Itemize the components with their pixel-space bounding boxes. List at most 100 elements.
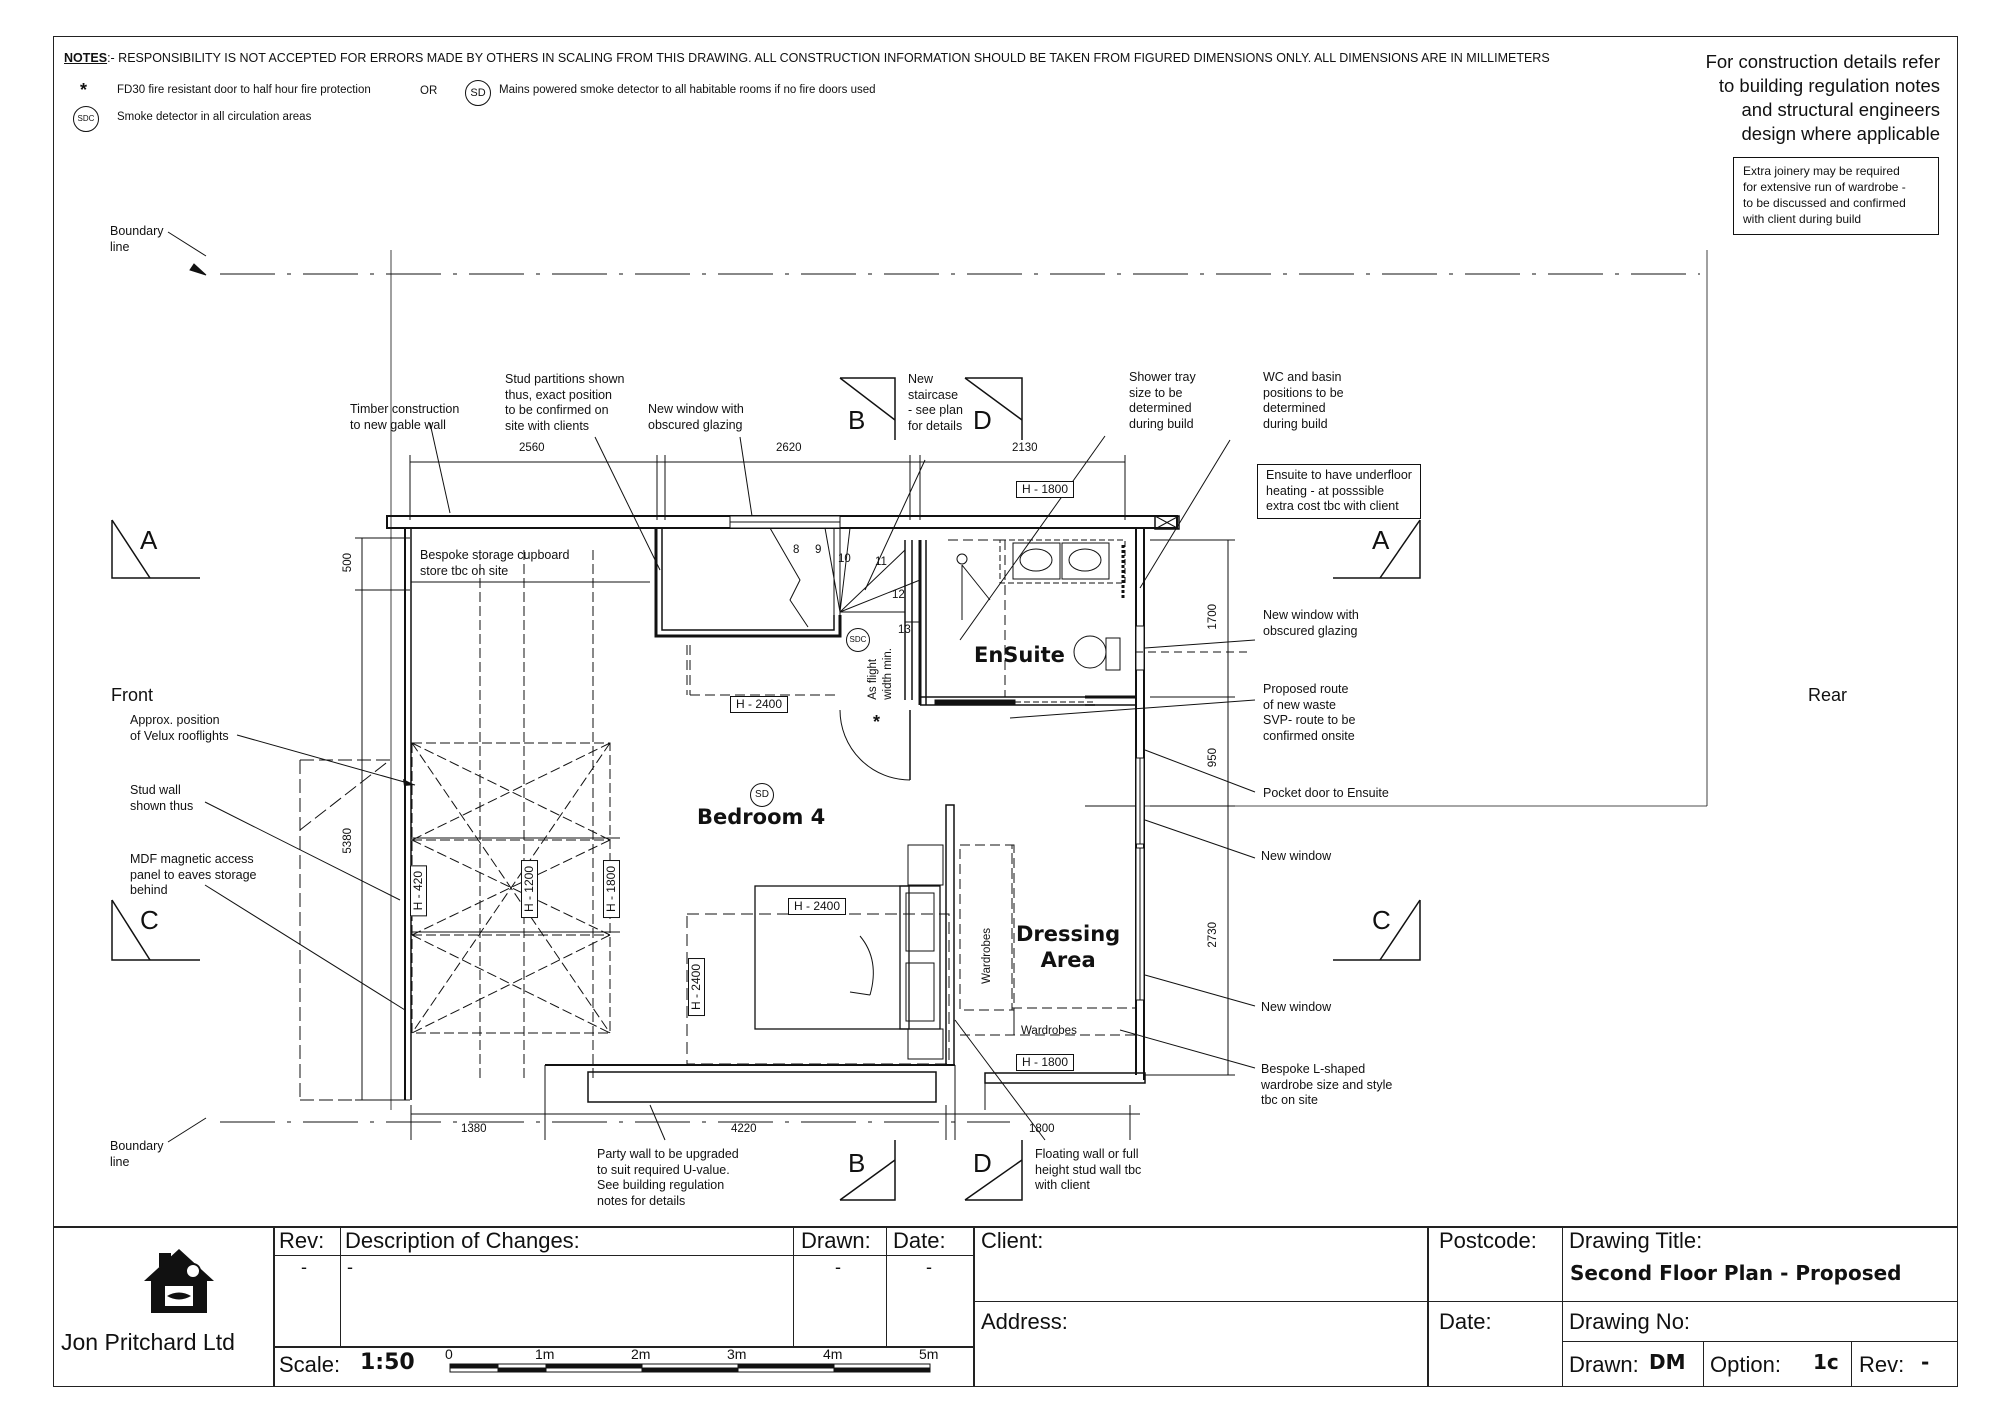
wardrobes-label: Wardrobes — [1021, 1025, 1077, 1037]
mdf-panel-note: MDF magnetic access panel to eaves stora… — [130, 852, 257, 897]
stud-wall-note: Stud wall shown thus — [130, 783, 194, 813]
drawing-no-label: Drawing No: — [1569, 1309, 1691, 1334]
height-h2400-stair: H - 2400 — [730, 696, 789, 713]
stair-step-10: 10 — [838, 553, 851, 565]
section-c-left: C — [140, 905, 159, 935]
description-label: Description of Changes: — [345, 1228, 580, 1253]
waste-route-note: Proposed route of new waste SVP- route t… — [1263, 682, 1356, 743]
client-label: Client: — [981, 1228, 1044, 1253]
sd-room-symbol-icon: SD — [750, 783, 774, 807]
rev-value: - — [301, 1257, 307, 1277]
rev2-label: Rev: — [1859, 1352, 1905, 1377]
scale-bar — [449, 1363, 931, 1373]
height-h2400-bed: H - 2400 — [788, 898, 847, 915]
company-logo — [144, 1249, 214, 1313]
sd-note: Mains powered smoke detector to all habi… — [499, 84, 876, 96]
storage-cupboard-note: Bespoke storage cupboard store tbc on si… — [420, 548, 570, 578]
sdc-stair-symbol-label: SDC — [849, 635, 867, 644]
drawn-by-value: DM — [1649, 1350, 1686, 1374]
drawing-title-label: Drawing Title: — [1569, 1228, 1703, 1253]
date2-label: Date: — [1439, 1309, 1492, 1334]
dim-950: 950 — [1207, 748, 1219, 768]
height-h1200: H - 1200 — [521, 860, 538, 919]
date-value: - — [926, 1257, 932, 1277]
height-h420: H - 420 — [410, 865, 427, 917]
option-value: 1c — [1813, 1350, 1839, 1374]
stair-step-13: 13 — [898, 624, 911, 636]
bedroom-room-label: Bedroom 4 — [697, 805, 826, 829]
notes-prefix: NOTES — [64, 51, 108, 65]
boundary-line-bottom: Boundary line — [110, 1139, 164, 1169]
sdc-stair-symbol-icon: SDC — [846, 628, 870, 652]
l-wardrobe-note: Bespoke L-shaped wardrobe size and style… — [1261, 1062, 1393, 1107]
sd-symbol-icon: SD — [465, 80, 491, 106]
new-window-obscured-top-note: New window with obscured glazing — [648, 402, 744, 432]
stud-partitions-note: Stud partitions shown thus, exact positi… — [505, 372, 625, 433]
height-h1800-vertical: H - 1800 — [603, 860, 620, 919]
flight-width-note: As flight width min. — [867, 648, 894, 700]
section-a-left: A — [140, 525, 158, 555]
wc-basin-note: WC and basin positions to be determined … — [1263, 370, 1344, 431]
pocket-door-note: Pocket door to Ensuite — [1263, 786, 1389, 800]
section-d-bottom: D — [973, 1148, 992, 1178]
drawn-label: Drawn: — [801, 1228, 871, 1253]
scale-tick-3m: 3m — [727, 1346, 747, 1362]
section-a-right: A — [1372, 525, 1390, 555]
drawn-by-label: Drawn: — [1569, 1352, 1639, 1377]
new-window-obscured-right-note: New window with obscured glazing — [1263, 608, 1359, 638]
postcode-label: Postcode: — [1439, 1228, 1537, 1253]
title-block: Jon Pritchard Ltd Rev: - Description of … — [53, 1226, 1958, 1387]
or-label: OR — [420, 85, 438, 97]
fire-door-note: FD30 fire resistant door to half hour fi… — [117, 84, 371, 96]
sd-symbol-label: SD — [470, 87, 486, 99]
scale-tick-5m: 5m — [919, 1346, 939, 1362]
sdc-symbol-icon: SDC — [73, 106, 99, 132]
drawing-sheet-border — [53, 36, 1958, 1387]
scale-value: 1:50 — [360, 1350, 415, 1375]
construction-note: For construction details refer to buildi… — [1705, 51, 1940, 144]
stair-step-12: 12 — [892, 589, 905, 601]
stair-step-9: 9 — [815, 544, 822, 556]
rev2-value: - — [1921, 1350, 1930, 1374]
address-label: Address: — [981, 1309, 1068, 1334]
height-h1800-bottom: H - 1800 — [1016, 1054, 1075, 1071]
dim-2730: 2730 — [1207, 922, 1219, 948]
dim-1800: 1800 — [1029, 1123, 1055, 1135]
section-b-bottom: B — [848, 1148, 866, 1178]
dim-5380: 5380 — [342, 828, 354, 854]
sd-room-symbol-label: SD — [755, 789, 769, 800]
timber-note: Timber construction to new gable wall — [350, 402, 460, 432]
section-c-right: C — [1372, 905, 1391, 935]
scale-label: Scale: — [279, 1352, 341, 1377]
floating-wall-note: Floating wall or full height stud wall t… — [1035, 1147, 1142, 1192]
shower-tray-note: Shower tray size to be determined during… — [1129, 370, 1196, 431]
sdc-symbol-label: SDC — [77, 114, 95, 123]
dim-2130: 2130 — [1012, 442, 1038, 454]
new-window-note-1: New window — [1261, 849, 1332, 863]
option-label: Option: — [1710, 1352, 1781, 1377]
rear-label: Rear — [1808, 685, 1848, 705]
ensuite-room-label: EnSuite — [974, 643, 1065, 667]
dim-2560: 2560 — [519, 442, 545, 454]
scale-tick-1m: 1m — [535, 1346, 555, 1362]
fire-door-star: * — [80, 80, 88, 100]
scale-tick-4m: 4m — [823, 1346, 843, 1362]
joinery-note: Extra joinery may be required for extens… — [1733, 157, 1939, 235]
general-notes: NOTES:- RESPONSIBILITY IS NOT ACCEPTED F… — [64, 51, 1550, 65]
date-label: Date: — [893, 1228, 946, 1253]
party-wall-note: Party wall to be upgraded to suit requir… — [597, 1147, 739, 1208]
description-value: - — [347, 1257, 353, 1277]
section-b-top: B — [848, 405, 866, 435]
scale-tick-0: 0 — [445, 1346, 453, 1362]
dim-2620: 2620 — [776, 442, 802, 454]
height-h1800-top: H - 1800 — [1016, 481, 1075, 498]
dim-1700: 1700 — [1207, 604, 1219, 630]
drawn-value: - — [835, 1257, 841, 1277]
new-staircase-note: New staircase - see plan for details — [908, 372, 963, 433]
section-d-top: D — [973, 405, 992, 435]
fire-door-mark: * — [873, 712, 881, 732]
wardrobes-vertical-label: Wardrobes — [981, 928, 993, 984]
dim-500: 500 — [342, 553, 354, 573]
drawing-title: Second Floor Plan - Proposed — [1570, 1261, 1902, 1285]
